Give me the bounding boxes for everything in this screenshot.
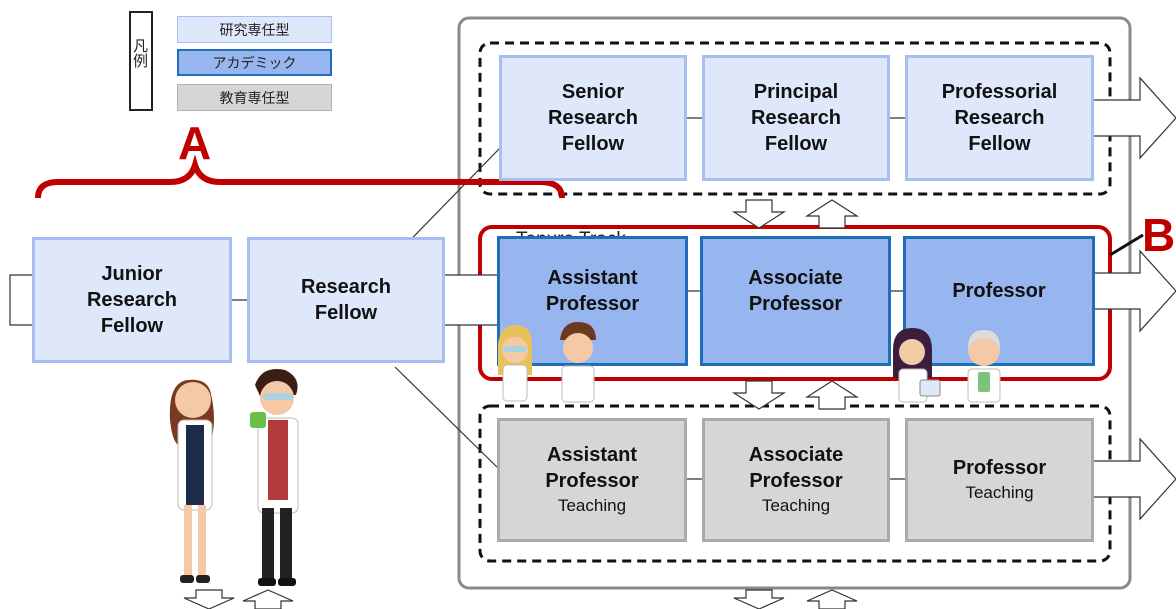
- arrow-up-4: [242, 589, 294, 609]
- rt2-line-3: Fellow: [764, 133, 828, 155]
- arrow-down-4: [183, 589, 235, 609]
- junior-line-3: Fellow: [100, 315, 164, 337]
- at2-line-2: Professor: [748, 293, 843, 315]
- scientist-woman-clipboard-illustration: [893, 328, 941, 403]
- tt3-sub: Teaching: [965, 483, 1034, 502]
- rt3-line-1: Professorial: [941, 81, 1058, 103]
- callout-a: A: [178, 117, 212, 169]
- professor-box: Professor: [903, 236, 1095, 366]
- callout-b-line: [1109, 233, 1144, 257]
- legend-teaching: 教育専任型: [177, 84, 332, 111]
- associate-professor-box: Associate Professor: [700, 236, 891, 366]
- senior-research-fellow-box: Senior Research Fellow: [499, 55, 687, 181]
- arrow-up-3: [806, 589, 858, 609]
- rt1-line-2: Research: [547, 107, 639, 129]
- rt3-line-2: Research: [954, 107, 1045, 129]
- tt2-sub: Teaching: [761, 496, 831, 515]
- tt2-line-1: Associate: [748, 444, 844, 466]
- research-fellow-box: Research Fellow: [247, 237, 445, 363]
- rt1-line-3: Fellow: [561, 133, 625, 155]
- scientist-man-illustration: [250, 369, 299, 586]
- scientist-woman-illustration: [169, 379, 214, 583]
- at2-line-1: Associate: [748, 267, 843, 289]
- at3-line-1: Professor: [952, 280, 1046, 302]
- professorial-research-fellow-box: Professorial Research Fellow: [905, 55, 1094, 181]
- junior-research-fellow-box: Junior Research Fellow: [32, 237, 232, 363]
- research-fellow-line-1: Research: [300, 276, 392, 298]
- arrow-down-3: [733, 589, 785, 609]
- tt3-line-1: Professor: [952, 457, 1047, 479]
- scientist-blonde-illustration: [498, 325, 532, 402]
- legend-academic: アカデミック: [177, 49, 332, 76]
- arrow-down-1: [731, 199, 787, 229]
- tt1-sub: Teaching: [557, 496, 627, 515]
- scientist-boy-illustration: [560, 322, 596, 403]
- scientist-elder-illustration: [967, 330, 1001, 403]
- legend-research: 研究専任型: [177, 16, 332, 43]
- tt1-line-2: Professor: [545, 470, 639, 492]
- at1-line-2: Professor: [545, 293, 640, 315]
- legend-title-box: [129, 11, 153, 111]
- arrow-right-teaching: [1091, 437, 1176, 521]
- tt2-line-2: Professor: [749, 470, 843, 492]
- legend-title: 凡例: [131, 38, 148, 68]
- at1-line-1: Assistant: [547, 267, 638, 289]
- arrow-down-2: [731, 380, 787, 410]
- arrow-up-1: [804, 199, 860, 229]
- junior-line-1: Junior: [101, 263, 163, 285]
- research-fellow-line-2: Fellow: [314, 302, 378, 324]
- principal-research-fellow-box: Principal Research Fellow: [702, 55, 890, 181]
- rt3-line-3: Fellow: [968, 133, 1031, 155]
- rt2-line-2: Research: [750, 107, 842, 129]
- arrow-right-research: [1091, 76, 1176, 160]
- associate-professor-teaching-box: Associate Professor Teaching: [702, 418, 890, 542]
- tt1-line-1: Assistant: [546, 444, 638, 466]
- arrow-up-2: [804, 380, 860, 410]
- junior-line-2: Research: [86, 289, 178, 311]
- arrow-right-academic: [1091, 249, 1176, 333]
- rt1-line-1: Senior: [561, 81, 625, 103]
- assistant-professor-teaching-box: Assistant Professor Teaching: [497, 418, 687, 542]
- professor-teaching-box: Professor Teaching: [905, 418, 1094, 542]
- rt2-line-1: Principal: [753, 81, 839, 103]
- bracket-a: [35, 154, 565, 199]
- callout-b: B: [1142, 209, 1176, 261]
